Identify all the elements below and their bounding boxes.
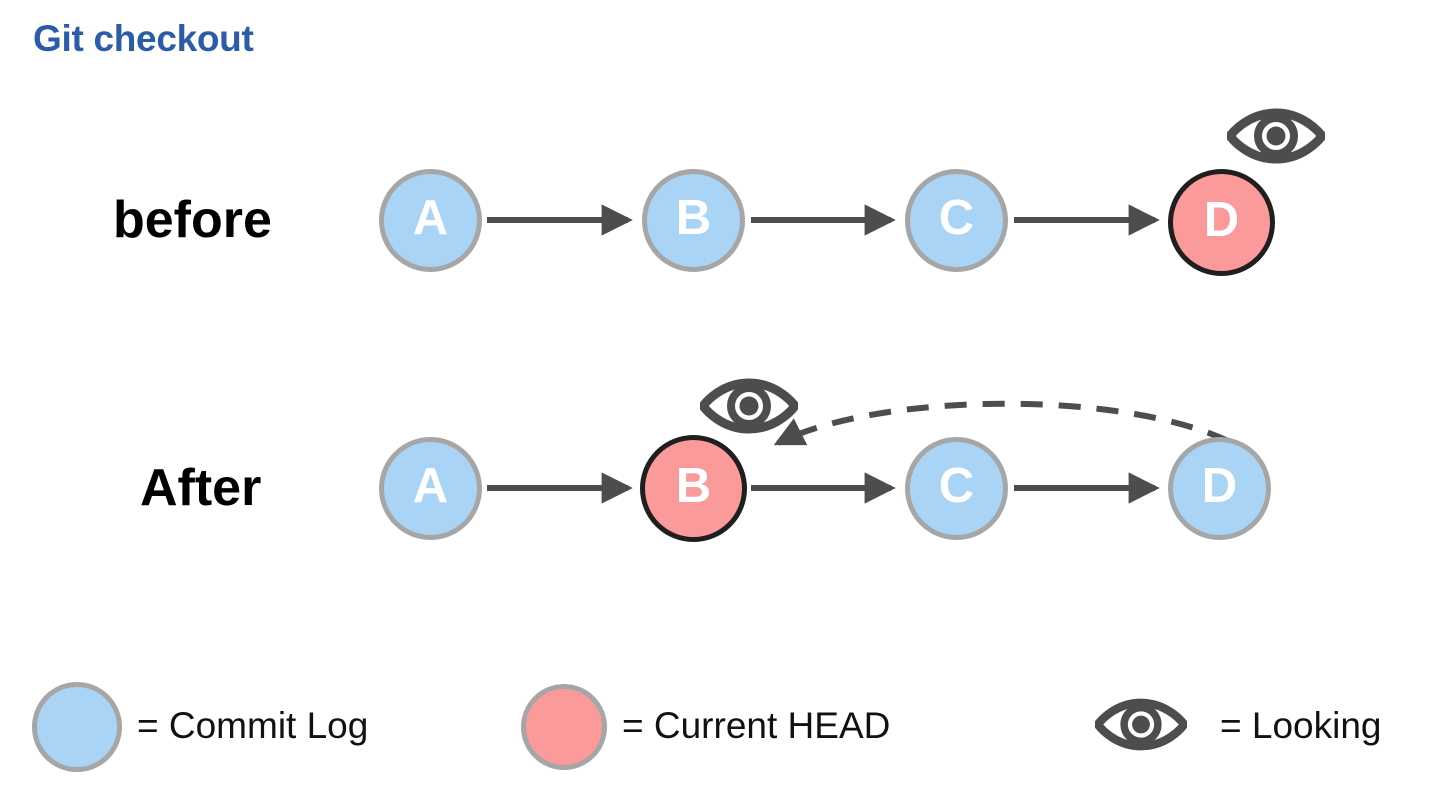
commit-node-label: D [1201,459,1238,513]
looking-eye-icon-after [700,378,798,434]
commit-node-label: A [412,191,449,245]
checkout-dashed-arrow [773,400,1230,446]
commit-node-label: B [675,459,712,513]
legend-label-looking: = Looking [1220,705,1382,746]
legend-swatch-current-head [521,684,607,770]
head-node-b-after[interactable]: B [640,435,747,542]
head-node-d-before[interactable]: D [1168,169,1275,276]
commit-node-label: B [675,191,712,245]
looking-eye-icon-before [1227,108,1325,164]
legend-label-current-head: = Current HEAD [622,705,891,746]
commit-node-b-before[interactable]: B [642,169,745,272]
row-label-before: before [113,191,272,249]
commit-node-label: D [1203,193,1240,247]
commit-node-c-before[interactable]: C [905,169,1008,272]
commit-node-d-after[interactable]: D [1168,437,1271,540]
legend-label-commit-log: = Commit Log [137,705,369,746]
commit-node-c-after[interactable]: C [905,437,1008,540]
row-label-after: After [140,459,262,517]
commit-node-label: C [938,191,975,245]
commit-node-label: C [938,459,975,513]
page-title: Git checkout [33,18,254,59]
legend-swatch-commit-log [32,682,122,772]
commit-node-label: A [412,459,449,513]
commit-node-a-before[interactable]: A [379,169,482,272]
legend-looking-eye-icon [1095,698,1187,751]
commit-node-a-after[interactable]: A [379,437,482,540]
